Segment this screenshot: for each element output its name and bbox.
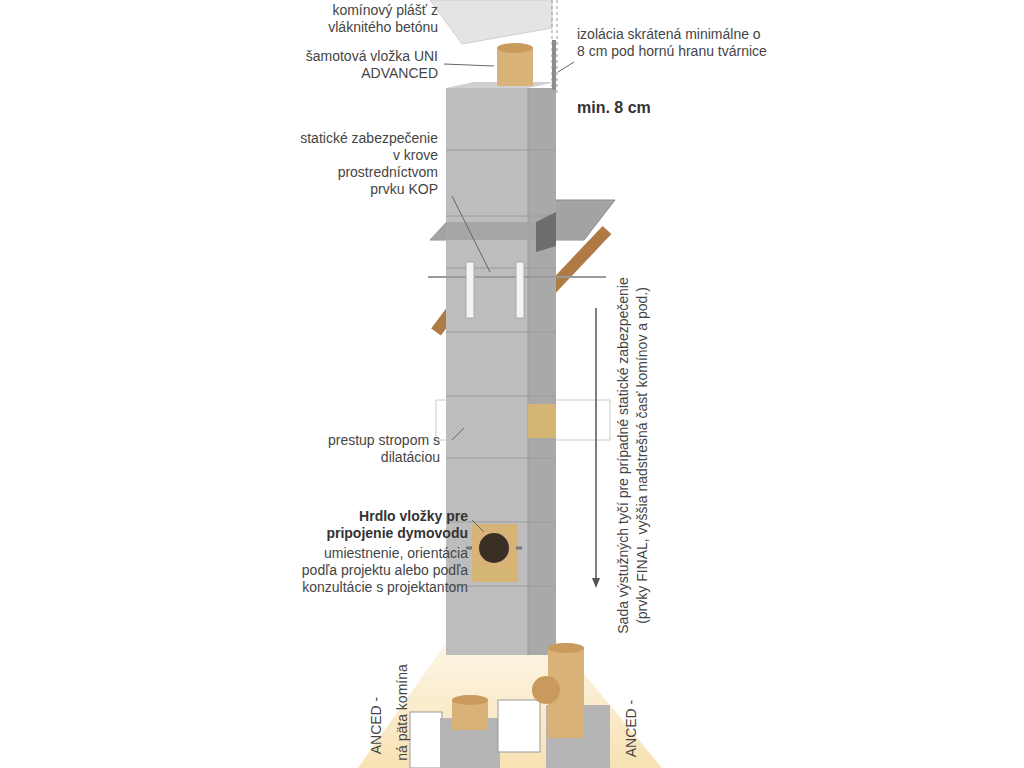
liner-top (497, 43, 533, 53)
part-label: šamotová vložka UNI ADVANCED (292, 48, 438, 82)
connector-clip (516, 547, 522, 550)
part-label: statické zabezpečenie v krove prostrední… (300, 130, 438, 198)
liner-piece (452, 695, 488, 705)
note-text: umiestnenie, orientácia podľa projektu a… (290, 545, 468, 596)
glow (358, 640, 662, 768)
tee-branch (532, 676, 560, 704)
flashing-fold (536, 212, 556, 252)
liner-top (497, 48, 533, 86)
cut-label: ná päta komína (394, 664, 411, 761)
dilatation-insulation (528, 404, 556, 438)
chimney-cap (430, 0, 552, 44)
connector-hole (479, 533, 509, 563)
cleanout-door (410, 712, 442, 768)
cut-label: ANCED - (623, 700, 640, 758)
connector-insulation (472, 524, 518, 582)
cleanout-door (498, 700, 540, 752)
connector-ring (473, 527, 515, 569)
part-label: Hrdlo vložky pre pripojenie dymovodu (300, 508, 468, 542)
part-label: komínový plášť z vláknitého betónu (296, 2, 438, 36)
dimension-label: min. 8 cm (577, 98, 697, 117)
roof-flashing (430, 222, 584, 240)
rod-arrow (595, 308, 597, 580)
rod-arrowhead (592, 578, 600, 588)
cut-label: ANCED - (368, 697, 385, 755)
note-text: izolácia skrátená minimálne o 8 cm pod h… (577, 26, 767, 60)
vertical-note: (prvky FINAL, vyššia nadstrešná časť kom… (634, 287, 651, 624)
part-label: prestup stropom s dilatáciou (300, 432, 440, 466)
guide-line (557, 0, 558, 95)
tee-piece (548, 643, 584, 653)
kop-bracket (466, 262, 474, 318)
leader-lines (444, 62, 574, 532)
insulation-strip (552, 40, 556, 90)
chimney-side (528, 88, 556, 655)
vertical-note: Sada výstužných tyčí pre prípadné static… (615, 277, 632, 633)
kop-bracket (516, 262, 524, 318)
